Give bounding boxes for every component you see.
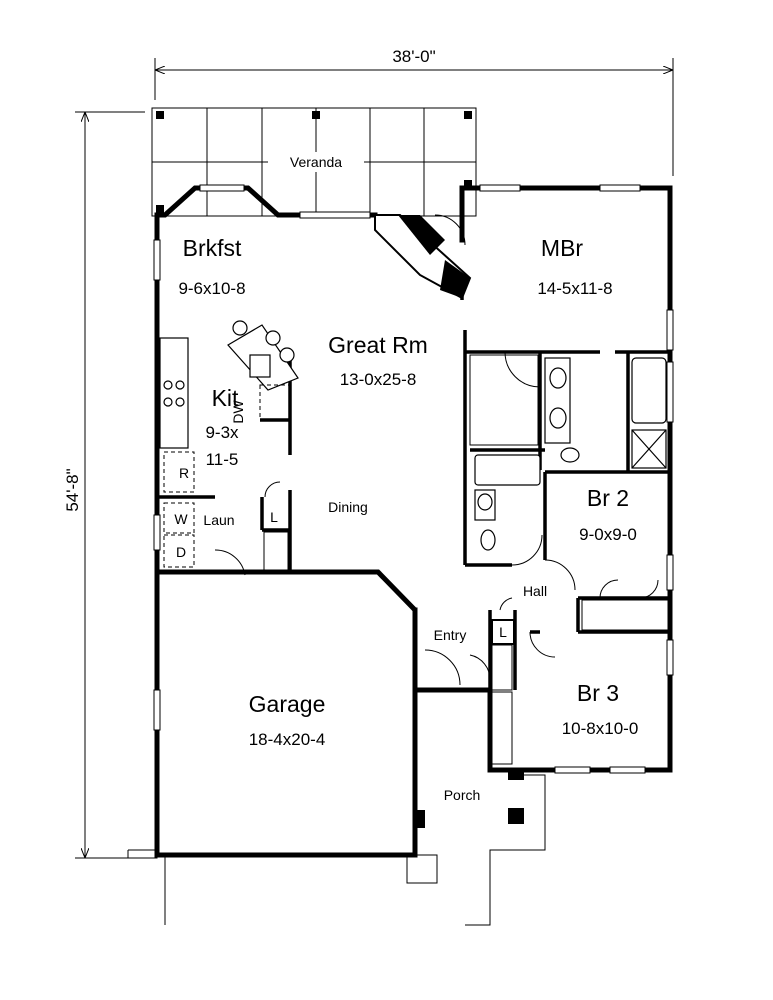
fireplace bbox=[374, 185, 472, 300]
width-label: 38'-0" bbox=[392, 47, 435, 66]
depth-dimension: 54'-8" bbox=[63, 111, 150, 859]
width-dimension: 38'-0" bbox=[154, 47, 674, 176]
br2-name: Br 2 bbox=[587, 485, 629, 511]
mbr-size: 14-5x11-8 bbox=[537, 279, 612, 298]
dining-label: Dining bbox=[328, 499, 368, 515]
closets bbox=[263, 354, 669, 765]
windows bbox=[153, 184, 674, 774]
refrigerator-label: R bbox=[179, 465, 189, 481]
brkfst-name: Brkfst bbox=[183, 235, 242, 261]
dryer-label: D bbox=[176, 544, 186, 560]
mbr-name: MBr bbox=[541, 235, 584, 261]
bath-fixtures bbox=[474, 357, 667, 551]
garage-size: 18-4x20-4 bbox=[249, 730, 326, 749]
doors bbox=[214, 214, 659, 686]
kit-name: Kit bbox=[212, 385, 239, 411]
garage-name: Garage bbox=[249, 691, 326, 717]
brkfst-size: 9-6x10-8 bbox=[178, 279, 245, 298]
room-labels: Brkfst 9-6x10-8 MBr 14-5x11-8 Great Rm 1… bbox=[178, 235, 638, 803]
depth-label: 54'-8" bbox=[63, 468, 82, 511]
hall-label: Hall bbox=[523, 583, 547, 599]
entry-label: Entry bbox=[434, 627, 467, 643]
porch bbox=[127, 770, 546, 926]
porch-label: Porch bbox=[444, 787, 481, 803]
laun-label: Laun bbox=[203, 512, 234, 528]
br2-size: 9-0x9-0 bbox=[579, 525, 637, 544]
dishwasher-label: DW bbox=[230, 400, 246, 424]
linen-label-hall: L bbox=[499, 624, 507, 640]
kit-size-1: 9-3x bbox=[205, 423, 239, 442]
washer-label: W bbox=[174, 511, 188, 527]
linen-label: L bbox=[270, 509, 278, 525]
kitchen-fixtures bbox=[159, 320, 299, 568]
veranda: Veranda bbox=[151, 107, 477, 217]
interior-walls bbox=[157, 330, 670, 690]
great-rm-name: Great Rm bbox=[328, 332, 428, 358]
br3-size: 10-8x10-0 bbox=[562, 719, 639, 738]
br3-name: Br 3 bbox=[577, 680, 619, 706]
great-rm-size: 13-0x25-8 bbox=[340, 370, 417, 389]
kit-size-2: 11-5 bbox=[206, 450, 239, 469]
veranda-label: Veranda bbox=[290, 154, 342, 170]
